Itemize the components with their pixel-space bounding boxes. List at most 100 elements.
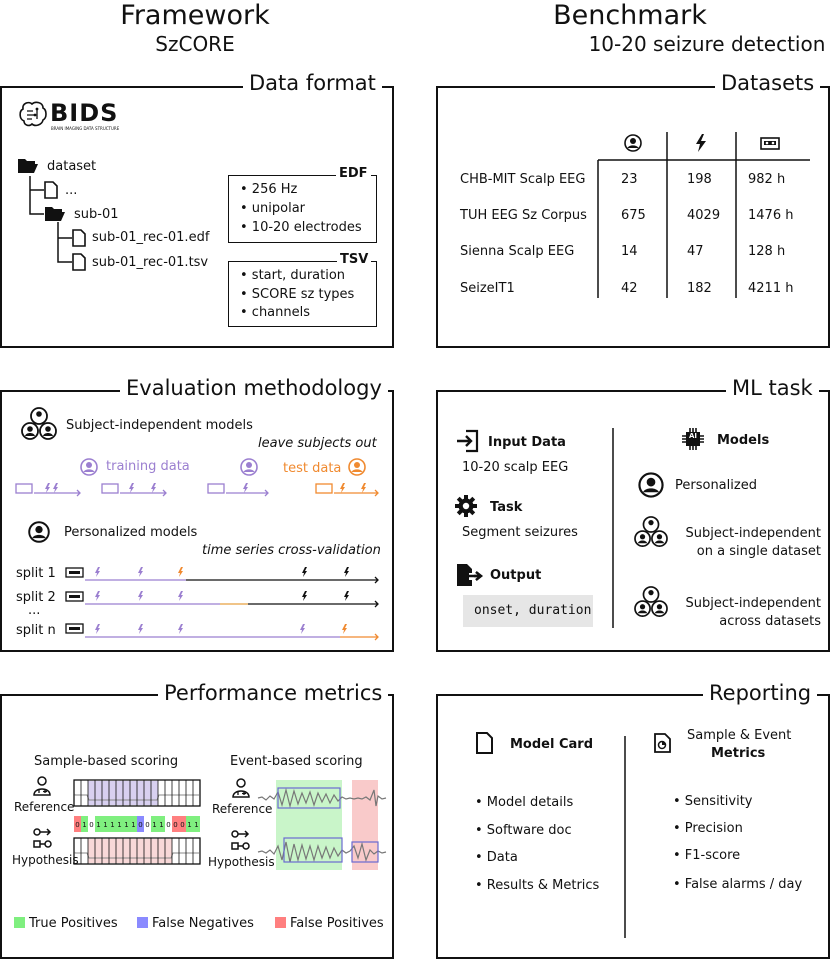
tsv-box <box>228 261 377 327</box>
output-label: Output <box>490 568 542 583</box>
dataset-subjects: 23 <box>621 172 638 187</box>
cassette-icon <box>760 137 780 150</box>
edf-item: • 10-20 electrodes <box>240 220 362 235</box>
group-icon <box>634 516 668 547</box>
sample-cell <box>116 816 123 832</box>
bids-logo-text: BIDS <box>50 99 119 127</box>
tree-sub: sub-01 <box>74 207 119 222</box>
sample-cell <box>158 816 165 832</box>
sample-label: 0 <box>145 821 149 829</box>
metric-item: • F1-score <box>673 848 741 863</box>
legend-swatch <box>275 917 286 928</box>
sample-cell <box>151 816 158 832</box>
data-format-title: Data format <box>243 71 382 95</box>
event-scoring-diagram <box>257 780 387 870</box>
legend-false-positives: False Positives <box>290 916 384 931</box>
dataset-name: SeizeIT1 <box>460 281 515 296</box>
algorithm-icon <box>231 830 250 850</box>
sample-label: 1 <box>82 821 86 829</box>
framework-subtitle: SzCORE <box>155 32 235 56</box>
split-label: ... <box>28 603 41 618</box>
sample-label: 1 <box>124 821 128 829</box>
dataset-subjects: 675 <box>621 208 646 223</box>
training-data-label: training data <box>106 459 190 474</box>
model-subject-independent-across: Subject-independent across datasets <box>685 596 821 629</box>
split-label: split 1 <box>16 566 56 581</box>
sample-label: 1 <box>159 821 163 829</box>
output-value: onset, duration <box>474 603 592 618</box>
subject-timelines <box>15 483 379 497</box>
dataset-hours: 4211 h <box>748 281 794 296</box>
task-value: Segment seizures <box>462 525 578 540</box>
split-label: split 2 <box>16 590 56 605</box>
ai-chip-icon <box>682 428 704 450</box>
sample-cell <box>81 816 88 832</box>
edf-item: • 256 Hz <box>240 182 298 197</box>
framework-title: Framework <box>120 0 270 31</box>
input-arrow-icon <box>457 429 479 453</box>
model-card-label: Model Card <box>510 737 594 752</box>
legend-swatch <box>137 917 148 928</box>
file-tree-lines <box>29 176 72 263</box>
edf-item: • unipolar <box>240 201 306 216</box>
model-card-item: • Model details <box>475 795 574 810</box>
dataset-seizures: 47 <box>687 244 704 259</box>
dataset-hours: 1476 h <box>748 208 794 223</box>
dataset-hours: 128 h <box>748 244 786 259</box>
folder-open-icon <box>45 207 65 221</box>
model-personalized: Personalized <box>675 478 757 493</box>
sample-cell <box>179 816 186 832</box>
sample-cell <box>109 816 116 832</box>
dataset-subjects: 42 <box>621 281 638 296</box>
model-card-item: • Results & Metrics <box>475 878 600 893</box>
tsv-item: • start, duration <box>240 268 346 283</box>
subject-independent-label: Subject-independent models <box>66 418 253 433</box>
reference-label: Reference <box>14 800 75 814</box>
leave-out-label: leave subjects out <box>258 436 377 451</box>
sample-label: 0 <box>75 821 79 829</box>
sample-label: 1 <box>194 821 198 829</box>
dataset-name: CHB-MIT Scalp EEG <box>460 172 586 187</box>
file-icon <box>44 181 58 199</box>
sample-cell <box>172 816 179 832</box>
sample-label: 0 <box>166 821 170 829</box>
dataset-seizures: 4029 <box>687 208 721 223</box>
legend-true-positives: True Positives <box>29 916 118 931</box>
event-scoring-label: Event-based scoring <box>230 754 363 769</box>
person-icon <box>28 521 50 543</box>
tsv-item: • channels <box>240 305 311 320</box>
ai-badge-text: AI <box>688 432 698 440</box>
tree-edf-file: sub-01_rec-01.edf <box>92 230 210 245</box>
task-label: Task <box>490 500 523 515</box>
metrics-heading-bold: Metrics <box>711 746 766 761</box>
legend-false-negatives: False Negatives <box>152 916 254 931</box>
group-icon <box>21 407 57 440</box>
cross-validation-label: time series cross-validation <box>202 543 381 558</box>
split-label: split n <box>16 623 56 638</box>
table-grid <box>597 132 810 298</box>
sample-label: 1 <box>131 821 135 829</box>
person-icon <box>348 458 366 476</box>
dataset-seizures: 182 <box>687 281 712 296</box>
sample-cell <box>130 816 137 832</box>
metric-item: • False alarms / day <box>673 877 803 892</box>
sample-scoring-label: Sample-based scoring <box>34 754 179 769</box>
person-icon <box>240 458 258 476</box>
model-subject-independent-single: Subject-independent on a single dataset <box>685 526 821 559</box>
bids-brain-icon <box>19 101 47 127</box>
sample-label: 1 <box>187 821 191 829</box>
sample-cell <box>123 816 130 832</box>
reporting-title: Reporting <box>703 681 818 705</box>
doctor-icon <box>33 776 51 796</box>
sample-cell <box>186 816 193 832</box>
gear-icon <box>455 495 477 517</box>
tree-ellipsis: ... <box>65 183 78 198</box>
test-data-label: test data <box>283 461 342 476</box>
metrics-heading: Sample & Event <box>687 728 792 743</box>
dataset-name: TUH EEG Sz Corpus <box>460 208 587 223</box>
benchmark-title: Benchmark <box>553 0 707 31</box>
input-data-label: Input Data <box>488 435 566 450</box>
input-data-value: 10-20 scalp EEG <box>462 460 569 475</box>
tree-dataset: dataset <box>47 159 97 174</box>
